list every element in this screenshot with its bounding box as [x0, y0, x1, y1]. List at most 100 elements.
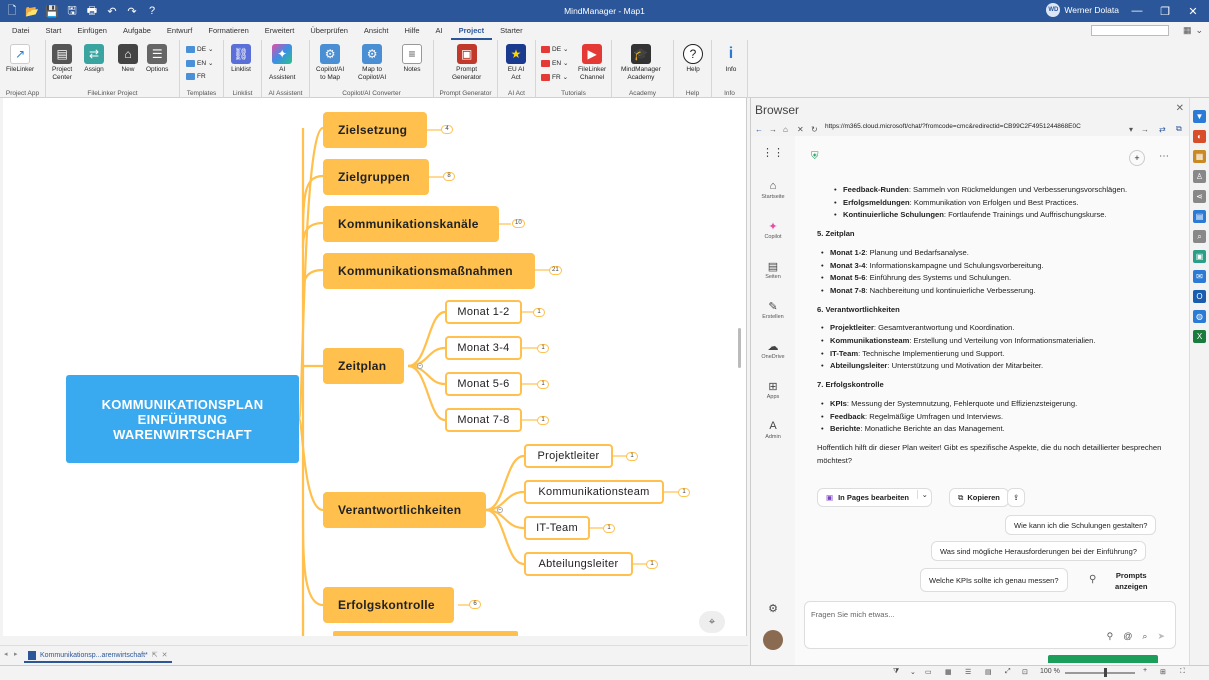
- notes-button[interactable]: ≡ Notes: [402, 44, 422, 74]
- chevron-down-icon[interactable]: ▾: [1129, 124, 1134, 134]
- topic-verantwortlichkeiten[interactable]: Verantwortlichkeiten: [323, 492, 486, 528]
- subtopic-projektleiter[interactable]: Projektleiter: [524, 444, 613, 468]
- tab-project[interactable]: Project: [450, 22, 493, 40]
- topic-kommunikationsmassnahmen[interactable]: Kommunikationsmaßnahmen: [323, 253, 535, 289]
- zoom-in-icon[interactable]: +: [1143, 667, 1148, 674]
- subtopic-monat-5-6[interactable]: Monat 5-6: [445, 372, 522, 396]
- tab-ai[interactable]: AI: [435, 26, 443, 35]
- send-icon[interactable]: ➤: [1157, 631, 1165, 641]
- layout-icon[interactable]: ▦: [1182, 25, 1192, 35]
- share-icon[interactable]: ⋖: [1193, 190, 1206, 203]
- restore-button[interactable]: ❐: [1160, 5, 1170, 18]
- tab-starter[interactable]: Starter: [500, 26, 523, 35]
- rail-item-seiten[interactable]: ▤Seiten: [751, 258, 795, 281]
- filelinker-channel-button[interactable]: ▶ FileLinker Channel: [578, 44, 606, 82]
- rail-item-profile[interactable]: [751, 630, 795, 650]
- attach-icon[interactable]: ⌕: [1142, 631, 1148, 641]
- tab-entwurf[interactable]: Entwurf: [166, 26, 193, 35]
- outline-icon[interactable]: ☰: [965, 669, 972, 676]
- save-as-icon[interactable]: 🖫: [67, 4, 77, 17]
- search-box[interactable]: [1091, 25, 1169, 36]
- bookmark-icon[interactable]: ⇄: [1159, 124, 1166, 134]
- excel-icon[interactable]: X: [1193, 330, 1206, 343]
- back-icon[interactable]: ←: [755, 124, 763, 134]
- url-field[interactable]: https://m365.cloud.microsoft/chat/?fromc…: [825, 123, 1081, 130]
- tab-ueberpruefen[interactable]: Überprüfen: [310, 26, 348, 35]
- copilot-to-map-button[interactable]: ⚙ Copilot/AI to Map: [316, 44, 344, 82]
- subtopic-kommunikationsteam[interactable]: Kommunikationsteam: [524, 480, 664, 504]
- prompt-icon[interactable]: ⚲: [1089, 574, 1097, 585]
- close-tab-icon[interactable]: ✕: [161, 652, 168, 659]
- help-button[interactable]: ? Help: [683, 44, 703, 74]
- chat-input[interactable]: Fragen Sie mich etwas... ⚲ @ ⌕ ➤: [804, 601, 1176, 649]
- tab-ansicht[interactable]: Ansicht: [363, 26, 389, 35]
- chevron-down-icon[interactable]: ⌄: [916, 490, 928, 499]
- filelinker-button[interactable]: ↗ FileLinker: [6, 44, 34, 74]
- fullscreen-icon[interactable]: ⛶: [1180, 668, 1185, 675]
- fit-icon[interactable]: ⤢: [1005, 668, 1011, 675]
- close-icon[interactable]: ✕: [1175, 103, 1184, 114]
- tab-hilfe[interactable]: Hilfe: [404, 26, 420, 35]
- rail-item-settings[interactable]: ⚙: [751, 600, 795, 616]
- collapse-toggle[interactable]: −: [497, 507, 503, 513]
- forward-icon[interactable]: →: [769, 124, 777, 134]
- search-icon[interactable]: ⌕: [1193, 230, 1206, 243]
- stop-icon[interactable]: ✕: [797, 124, 804, 134]
- layout-icon[interactable]: ▦: [945, 669, 952, 676]
- outlook-icon[interactable]: ✉: [1193, 270, 1206, 283]
- refresh-icon[interactable]: ↻: [811, 124, 818, 134]
- new-chat-icon[interactable]: +: [1129, 150, 1145, 166]
- suggestion-chip[interactable]: Wie kann ich die Schulungen gestalten?: [1005, 515, 1157, 535]
- rail-item-erstellen[interactable]: ✎Erstellen: [751, 298, 795, 321]
- topic-zielgruppen[interactable]: Zielgruppen: [323, 159, 429, 195]
- chevron-down-icon[interactable]: ⌄: [910, 669, 916, 676]
- save-icon[interactable]: 💾: [45, 5, 59, 18]
- user-account[interactable]: WD Werner Dolata: [1046, 3, 1119, 17]
- map-icon[interactable]: ▣: [1193, 250, 1206, 263]
- rail-item-startseite[interactable]: ⌂Startseite: [761, 180, 785, 200]
- library-icon[interactable]: ▤: [1193, 210, 1206, 223]
- rail-item-copilot[interactable]: ✦Copilot: [751, 218, 795, 241]
- format-icon[interactable]: ◐: [1193, 130, 1206, 143]
- tab-einfuegen[interactable]: Einfügen: [77, 26, 107, 35]
- suggestion-chip[interactable]: Was sind mögliche Herausforderungen bei …: [931, 541, 1146, 561]
- subtopic-monat-1-2[interactable]: Monat 1-2: [445, 300, 522, 324]
- new-file-icon[interactable]: 🗋: [7, 4, 17, 17]
- rail-item-launcher[interactable]: ⋮⋮: [751, 144, 795, 160]
- zoom-fit-icon[interactable]: ⊡: [1022, 669, 1028, 676]
- calendar-icon[interactable]: ▦: [1193, 150, 1206, 163]
- redo-icon[interactable]: ↷: [127, 5, 137, 18]
- tab-erweitert[interactable]: Erweitert: [264, 26, 295, 35]
- subtopic-monat-3-4[interactable]: Monat 3-4: [445, 336, 522, 360]
- close-button[interactable]: ✕: [1188, 5, 1198, 18]
- go-icon[interactable]: →: [1141, 124, 1149, 134]
- zoom-slider-thumb[interactable]: [1104, 668, 1107, 677]
- edit-in-pages-button[interactable]: ▣ In Pages bearbeiten ⌄: [817, 488, 932, 507]
- map-canvas[interactable]: KOMMUNIKATIONSPLAN EINFÜHRUNG WARENWIRTS…: [3, 98, 747, 636]
- mention-icon[interactable]: @: [1123, 631, 1133, 641]
- pin-icon[interactable]: ⇱: [151, 652, 158, 659]
- options-button[interactable]: ☰ Options: [146, 44, 168, 74]
- prompt-generator-button[interactable]: ▣ Prompt Generator: [452, 44, 481, 82]
- prompt-icon[interactable]: ⚲: [1106, 631, 1114, 641]
- project-center-button[interactable]: ▤ Project Center: [52, 44, 72, 82]
- rail-item-onedrive[interactable]: ☁OneDrive: [751, 338, 795, 361]
- print-icon[interactable]: 🖶: [86, 4, 98, 17]
- share-button[interactable]: ⇪: [1007, 488, 1026, 507]
- copy-button[interactable]: ⧉ Kopieren: [949, 488, 1009, 507]
- ai-assistent-button[interactable]: ✦ AI Assistent: [269, 44, 295, 82]
- tab-start[interactable]: Start: [45, 26, 62, 35]
- outlook-app-icon[interactable]: O: [1193, 290, 1206, 303]
- tab-datei[interactable]: Datei: [12, 26, 30, 35]
- open-external-icon[interactable]: ⧉: [1176, 124, 1182, 133]
- topic-zielsetzung[interactable]: Zielsetzung: [323, 112, 427, 148]
- globe-icon[interactable]: ◍: [1193, 310, 1206, 323]
- open-folder-icon[interactable]: 📂: [25, 5, 39, 18]
- chevron-down-icon[interactable]: ⌄: [1195, 25, 1203, 35]
- eu-ai-act-button[interactable]: ★ EU AI Act: [506, 44, 526, 82]
- tutorial-fr[interactable]: FR⌄: [541, 73, 568, 81]
- new-button[interactable]: ⌂ New: [118, 44, 138, 74]
- info-button[interactable]: i Info: [721, 44, 741, 74]
- map-to-copilot-button[interactable]: ⚙ Map to Copilot/AI: [358, 44, 386, 82]
- home-icon[interactable]: ⌂: [783, 124, 788, 134]
